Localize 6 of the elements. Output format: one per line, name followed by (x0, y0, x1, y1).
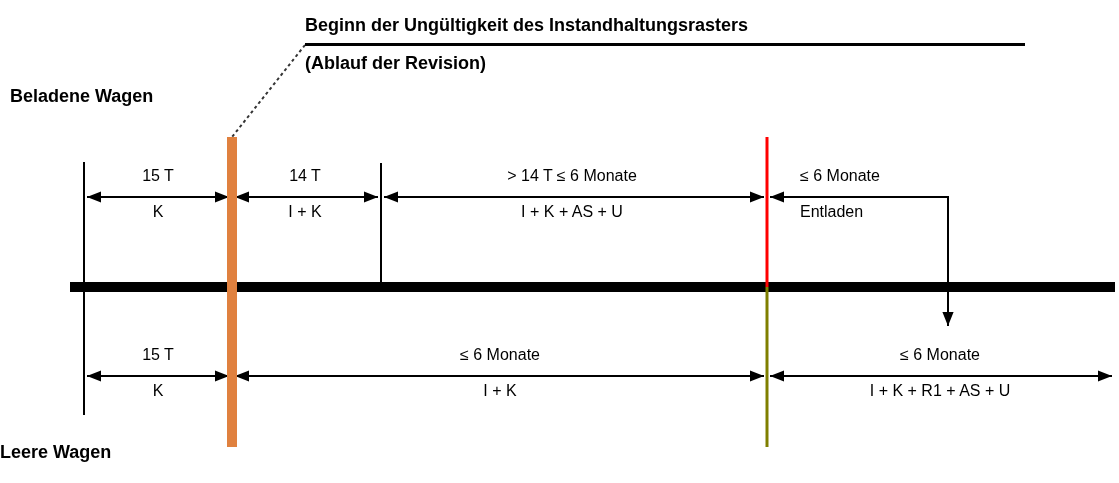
row-label: Leere Wagen (0, 442, 112, 462)
leader-line (231, 44, 306, 138)
callout-text: (Ablauf der Revision) (305, 53, 487, 73)
callout-text: Beginn der Ungültigkeit des Instandhaltungsrasters (305, 15, 749, 35)
time-marker-bar (227, 137, 237, 447)
row-label: Beladene Wagen (10, 86, 154, 106)
